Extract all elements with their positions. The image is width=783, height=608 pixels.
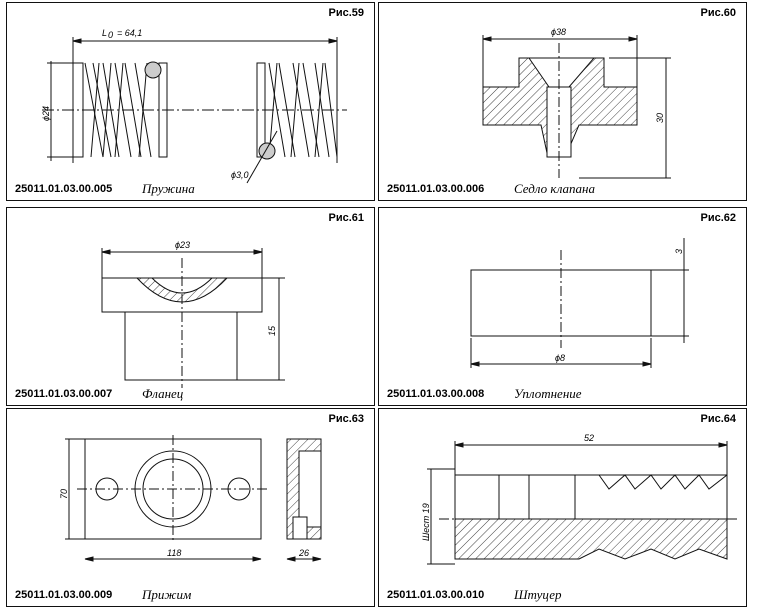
figure-number: Рис.64 <box>700 413 736 425</box>
clamp-drawing: 70 118 26 <box>59 435 322 562</box>
panel-fig-62: Рис.62 3 ϕ8 25011.01.03.00.008 Уплотнени… <box>378 207 747 406</box>
part-code: 25011.01.03.00.008 <box>387 388 485 400</box>
part-code: 25011.01.03.00.006 <box>387 183 485 195</box>
diameter-dim: ϕ24 <box>41 106 51 121</box>
length-dim-value: = 64,1 <box>117 28 142 38</box>
wire-diameter-dim: ϕ3,0 <box>231 170 249 180</box>
width-dim: 118 <box>167 548 181 558</box>
diameter-dim: ϕ8 <box>555 353 565 363</box>
thickness-dim: 3 <box>674 249 684 254</box>
part-code: 25011.01.03.00.005 <box>15 183 113 195</box>
panel-fig-64: Рис.64 <box>378 408 747 607</box>
figure-number: Рис.62 <box>700 212 736 224</box>
valve-seat-drawing: ϕ38 30 <box>482 27 671 179</box>
part-name: Уплотнение <box>514 386 582 401</box>
length-dim-subscript: 0 <box>108 30 113 40</box>
part-name: Пружина <box>142 181 195 196</box>
panel-fig-60: Рис.60 ϕ38 30 <box>378 2 747 201</box>
panel-fig-61: Рис.61 ϕ23 15 <box>6 207 375 406</box>
flange-drawing: ϕ23 15 <box>101 240 285 388</box>
height-dim: 70 <box>59 489 69 499</box>
seal-drawing: 3 ϕ8 <box>470 238 689 368</box>
figure-number: Рис.61 <box>328 212 364 224</box>
length-dim: 52 <box>584 433 594 443</box>
part-code: 25011.01.03.00.010 <box>387 589 485 601</box>
thickness-dim: 26 <box>298 548 309 558</box>
figure-number: Рис.59 <box>328 7 364 19</box>
part-code: 25011.01.03.00.007 <box>15 388 113 400</box>
part-name: Седло клапана <box>514 181 595 196</box>
spring-drawing: L 0 = 64,1 ϕ24 ϕ3,0 <box>41 28 347 184</box>
part-name: Штуцер <box>514 587 562 602</box>
diameter-dim: ϕ23 <box>175 240 190 250</box>
panel-fig-59: Рис.59 <box>6 2 375 201</box>
part-name: Фланец <box>142 386 184 401</box>
height-dim: 30 <box>655 113 665 123</box>
figure-number: Рис.63 <box>328 413 364 425</box>
figure-number: Рис.60 <box>700 7 736 19</box>
part-name: Прижим <box>142 587 192 602</box>
panel-fig-63: Рис.63 <box>6 408 375 607</box>
diameter-dim: ϕ38 <box>551 27 566 37</box>
height-dim: 15 <box>267 325 277 336</box>
hex-size-dim: Шест 19 <box>421 503 431 541</box>
fitting-drawing: 52 Шест 19 <box>421 433 739 565</box>
length-dim-symbol: L <box>102 28 107 38</box>
part-code: 25011.01.03.00.009 <box>15 589 113 601</box>
